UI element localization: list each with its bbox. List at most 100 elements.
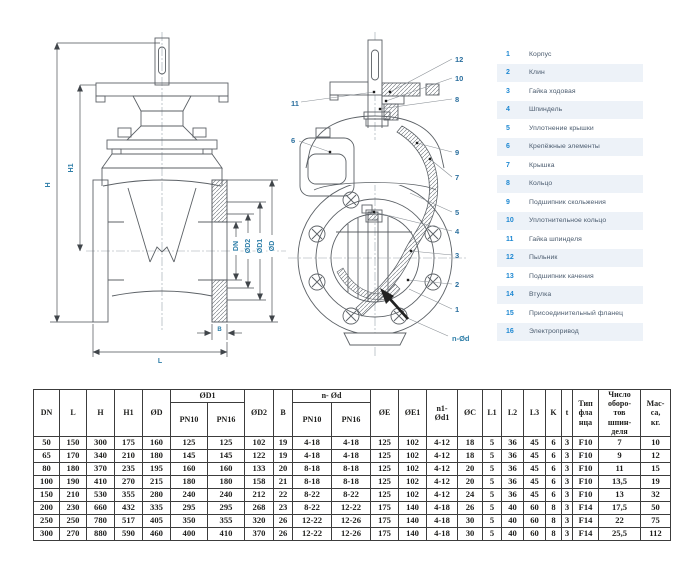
table-cell: 12 (640, 448, 672, 463)
table-cell: 212 (244, 487, 274, 502)
table-cell: 8 (545, 500, 563, 515)
col-l2: L2 (501, 389, 525, 437)
front-view-dim-labels: H H1 DN ØD2 ØD1 ØD B L (45, 163, 276, 365)
callout-4: 4 (455, 227, 460, 236)
table-cell: 170 (59, 448, 87, 463)
table-cell: 590 (114, 526, 143, 541)
table-cell: 160 (207, 461, 245, 476)
callout-3: 3 (455, 251, 459, 260)
legend-item-number: 2 (506, 69, 510, 77)
table-cell: 432 (114, 500, 143, 515)
table-cell: 145 (170, 448, 208, 463)
table-cell: 40 (501, 526, 525, 541)
table-cell: 45 (523, 448, 547, 463)
table-cell: 410 (86, 474, 115, 489)
table-cell: 210 (114, 448, 143, 463)
table-cell: 12-22 (292, 513, 332, 528)
table-cell: 22 (598, 513, 642, 528)
table-cell: 780 (86, 513, 115, 528)
table-cell: 5 (482, 435, 503, 450)
legend-item: 12 Пыльник (497, 248, 643, 267)
table-cell: 4-12 (426, 487, 459, 502)
legend-item-number: 9 (506, 198, 510, 206)
table-cell: 4-12 (426, 461, 459, 476)
table-cell: 210 (59, 487, 87, 502)
table-cell: 140 (398, 526, 428, 541)
legend-item-number: 14 (506, 291, 514, 299)
legend-item: 11 Гайка шпинделя (497, 230, 643, 249)
col-od2: ØD2 (244, 389, 274, 437)
table-cell: 268 (244, 500, 274, 515)
table-cell: 22 (273, 487, 293, 502)
table-cell: 3 (561, 474, 574, 489)
table-cell: 102 (398, 448, 428, 463)
table-cell: 17,5 (598, 500, 642, 515)
table-cell: 12-26 (330, 526, 372, 541)
table-cell: 370 (86, 461, 115, 476)
legend-item-label: Уплотнение крышки (529, 124, 594, 132)
legend-item: 2 Клин (497, 63, 643, 82)
table-cell: 40 (501, 513, 525, 528)
table-cell: 240 (207, 487, 245, 502)
table-cell: 175 (114, 435, 143, 450)
col-l: L (59, 389, 87, 437)
callout-8: 8 (455, 95, 459, 104)
legend-item-label: Гайка шпинделя (529, 235, 582, 243)
col-od: ØD (142, 389, 171, 437)
table-cell: 195 (142, 461, 171, 476)
table-cell: 32 (640, 487, 672, 502)
table-cell: 26 (457, 500, 484, 515)
table-cell: 250 (33, 513, 60, 528)
col-n-od-pn10: PN10 (292, 402, 332, 437)
table-row: 300 270 880 590 460 400 410 370 26 12-22… (33, 526, 672, 541)
table-cell: F14 (572, 513, 600, 528)
table-cell: 355 (114, 487, 143, 502)
col-oe: ØE (370, 389, 400, 437)
table-cell: 405 (142, 513, 171, 528)
col-l3: L3 (523, 389, 547, 437)
table-cell: 36 (501, 487, 525, 502)
col-group-od1: ØD1 (170, 389, 245, 403)
table-cell: 45 (523, 461, 547, 476)
n-od-label: n-Ød (452, 334, 470, 343)
table-cell: 6 (545, 461, 563, 476)
legend-item: 1 Корпус (497, 45, 643, 64)
col-n1-od1: n1- Ød1 (426, 389, 459, 437)
legend-item: 16 Электропривод (497, 322, 643, 341)
callout-2: 2 (455, 280, 459, 289)
callout-6: 6 (291, 136, 295, 145)
col-oe1: ØE1 (398, 389, 428, 437)
table-cell: 280 (142, 487, 171, 502)
table-cell: 180 (207, 474, 245, 489)
table-cell: 102 (244, 435, 274, 450)
table-cell: 160 (142, 435, 171, 450)
table-cell: F10 (572, 474, 600, 489)
table-cell: 4-18 (292, 435, 332, 450)
table-cell: 4-12 (426, 448, 459, 463)
table-cell: 295 (207, 500, 245, 515)
table-cell: 50 (33, 435, 60, 450)
table-cell: 19 (273, 435, 293, 450)
table-cell: 23 (273, 500, 293, 515)
col-h: H (86, 389, 115, 437)
legend-item-number: 16 (506, 328, 514, 336)
legend-item-label: Крепёжные элементы (529, 143, 600, 151)
table-cell: 8-18 (292, 474, 332, 489)
table-cell: 102 (398, 474, 428, 489)
table-cell: 270 (114, 474, 143, 489)
legend-item-label: Электропривод (529, 328, 579, 336)
table-cell: 230 (59, 500, 87, 515)
table-cell: 235 (114, 461, 143, 476)
legend-item-label: Клин (529, 69, 545, 77)
table-cell: 36 (501, 435, 525, 450)
table-cell: 20 (273, 461, 293, 476)
table-cell: 215 (142, 474, 171, 489)
legend-item-number: 4 (506, 106, 510, 114)
table-cell: 175 (370, 513, 400, 528)
table-cell: 12-22 (330, 500, 372, 515)
table-cell: 21 (273, 474, 293, 489)
table-cell: 8-22 (330, 487, 372, 502)
table-cell: 8 (545, 526, 563, 541)
table-cell: 50 (640, 500, 672, 515)
callout-5: 5 (455, 208, 459, 217)
